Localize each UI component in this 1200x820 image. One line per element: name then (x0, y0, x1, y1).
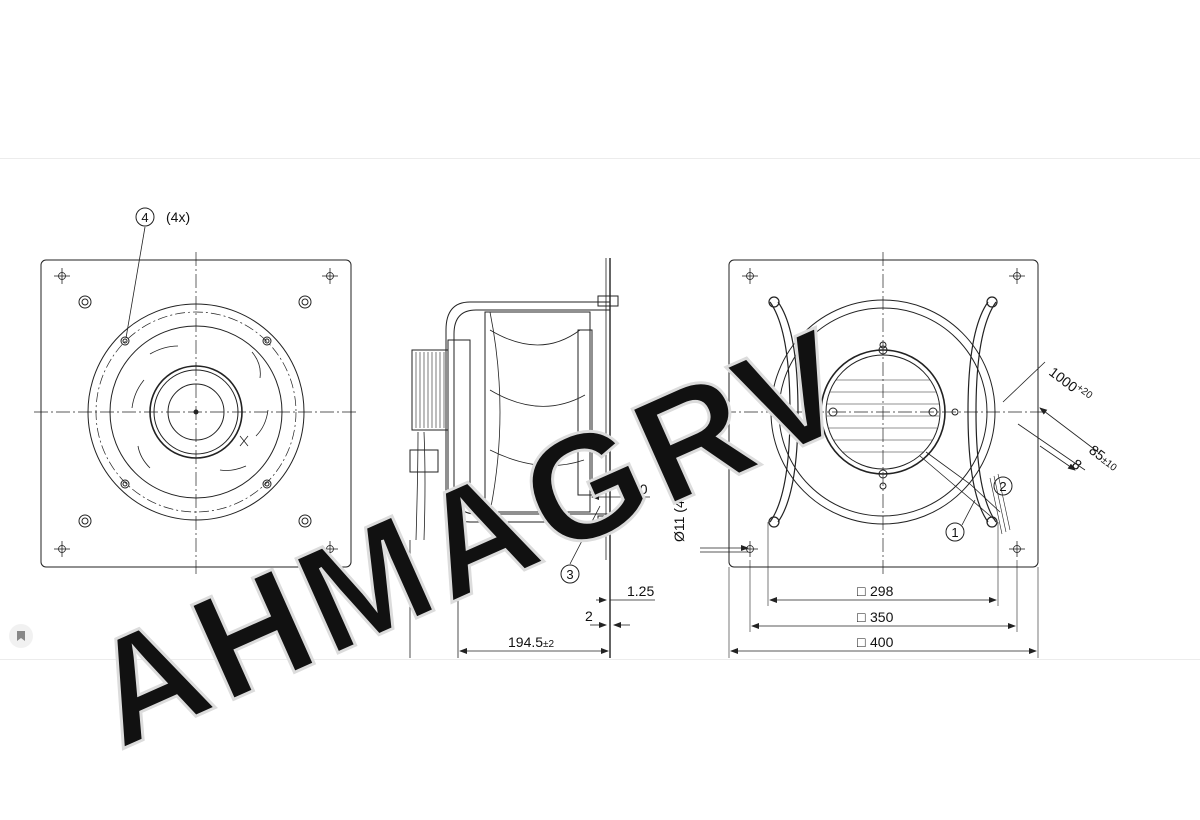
dim-mid-value: 350 (870, 609, 894, 625)
callout-flange-leader (569, 505, 601, 565)
callout-wires-circle (993, 476, 1013, 496)
rear-housing-ring (770, 299, 996, 525)
cable-gland (409, 449, 439, 473)
callout-bolt-number: 4 (141, 210, 148, 225)
dim-outer-symbol: □ (857, 634, 866, 650)
front-stud-bosses (78, 295, 312, 528)
dim-depth: 194.5±2 (508, 634, 555, 650)
rear-view (700, 252, 1099, 658)
cable-1 (919, 455, 996, 521)
dim-plate-thickness: 1.25 (627, 583, 654, 599)
support-struts (768, 296, 998, 528)
bookmark-icon (17, 631, 25, 641)
front-view (34, 207, 358, 575)
inlet-nozzle-inner (153, 369, 239, 455)
dim-mid-symbol: □ (857, 609, 866, 625)
dim-inner-square: □ 298 (857, 583, 894, 599)
impeller-ring (109, 325, 283, 499)
dim-strip-end: 8 (1069, 456, 1085, 474)
callout-bolt-circle (135, 207, 155, 227)
callout-bolt-leader (125, 226, 146, 339)
dim-inner-value: 298 (870, 583, 894, 599)
rear-plate-outline (728, 259, 1039, 568)
side-view (409, 258, 655, 658)
dim-depth-tol: ±2 (543, 639, 554, 650)
dim-hole: Ø11 (4x) (671, 489, 687, 542)
dim-inner-symbol: □ (857, 583, 866, 599)
impeller-body (484, 311, 591, 513)
rear-corner-holes (742, 268, 1025, 557)
callout-flange-circle (560, 564, 580, 584)
bookmark-button[interactable] (9, 624, 33, 648)
drawing-sheet (0, 158, 1200, 660)
inlet-nozzle-outer (149, 365, 243, 459)
inlet-ring (577, 329, 593, 496)
callout-flange-number: 3 (566, 567, 573, 582)
wire-ends (989, 473, 1011, 535)
dim-gap: 2 (585, 608, 593, 624)
dim-depth-value: 194.5 (508, 634, 543, 650)
bolt-circle (95, 311, 297, 513)
motor-fins (415, 352, 445, 428)
hub (167, 383, 225, 441)
callout-wires-number: 2 (999, 479, 1006, 494)
side-studs (597, 295, 619, 527)
callout-cable-circle (945, 522, 965, 542)
outer-ring (87, 303, 305, 521)
cable-bundle (415, 431, 426, 541)
dim-outer-square: □ 400 (857, 634, 894, 650)
rotor (447, 339, 471, 491)
electronics-screws (804, 341, 959, 490)
cable-2 (925, 451, 1001, 513)
dim-outer-value: 400 (870, 634, 894, 650)
dim-flange-offset: 10 (632, 481, 648, 497)
callout-cable-number: 1 (951, 525, 958, 540)
front-corner-holes (54, 268, 338, 557)
front-bolt-holes (120, 336, 272, 489)
impeller-blades (131, 345, 269, 471)
dim-cable-length: 1000+20 (1046, 364, 1094, 406)
motor-body (411, 349, 449, 431)
electronics-fins (827, 379, 939, 453)
dim-mid-square: □ 350 (857, 609, 894, 625)
electronics-housing (820, 349, 946, 475)
dim-strip-length: 85±10 (1086, 442, 1122, 474)
housing-outline (445, 301, 610, 523)
hub-center (193, 409, 199, 415)
callout-bolt-qty: (4x) (166, 209, 190, 225)
